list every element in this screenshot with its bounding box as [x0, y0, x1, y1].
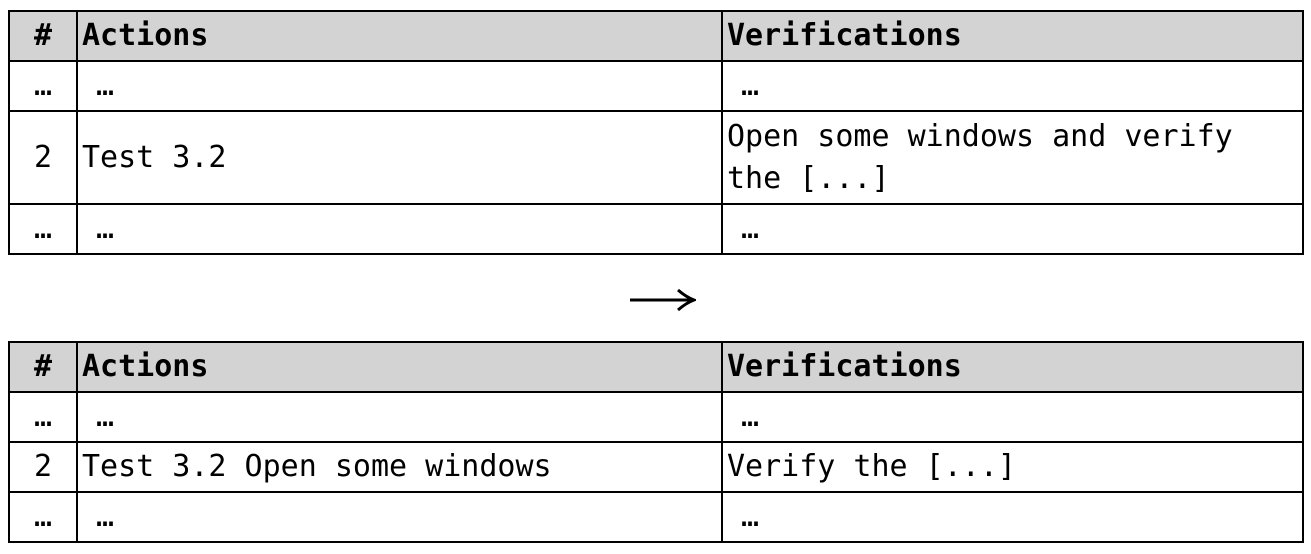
cell-verifications: Verify the [...]	[721, 441, 1304, 493]
cell-num: 2	[8, 441, 78, 493]
cell-verifications: …	[721, 60, 1304, 112]
cell-num: …	[8, 203, 78, 255]
header-num: #	[8, 10, 78, 62]
cell-actions: …	[76, 60, 723, 112]
table-row: … … …	[8, 491, 1304, 543]
cell-num: …	[8, 391, 78, 443]
cell-num: 2	[8, 110, 78, 205]
table-row: 2 Test 3.2 Open some windows and verify …	[8, 110, 1304, 205]
cell-verifications: Open some windows and verify the [...]	[721, 110, 1304, 205]
header-actions: Actions	[76, 10, 723, 62]
table-row: … … …	[8, 203, 1304, 255]
header-row: # Actions Verifications	[8, 341, 1304, 393]
table-after: # Actions Verifications … … … 2 Test 3.2…	[8, 341, 1304, 543]
table-row: … … …	[8, 391, 1304, 443]
cell-actions: …	[76, 491, 723, 543]
table-row: … … …	[8, 60, 1304, 112]
cell-verifications: …	[721, 203, 1304, 255]
cell-actions: Test 3.2 Open some windows	[76, 441, 723, 493]
cell-actions: Test 3.2	[76, 110, 723, 205]
header-actions: Actions	[76, 341, 723, 393]
header-row: # Actions Verifications	[8, 10, 1304, 62]
cell-actions: …	[76, 391, 723, 443]
header-verifications: Verifications	[721, 341, 1304, 393]
cell-num: …	[8, 491, 78, 543]
header-num: #	[8, 341, 78, 393]
table-row: 2 Test 3.2 Open some windows Verify the …	[8, 441, 1304, 493]
right-arrow-icon	[630, 288, 696, 312]
cell-num: …	[8, 60, 78, 112]
table-before: # Actions Verifications … … … 2 Test 3.2…	[8, 10, 1304, 255]
cell-actions: …	[76, 203, 723, 255]
cell-verifications: …	[721, 491, 1304, 543]
header-verifications: Verifications	[721, 10, 1304, 62]
cell-verifications: …	[721, 391, 1304, 443]
